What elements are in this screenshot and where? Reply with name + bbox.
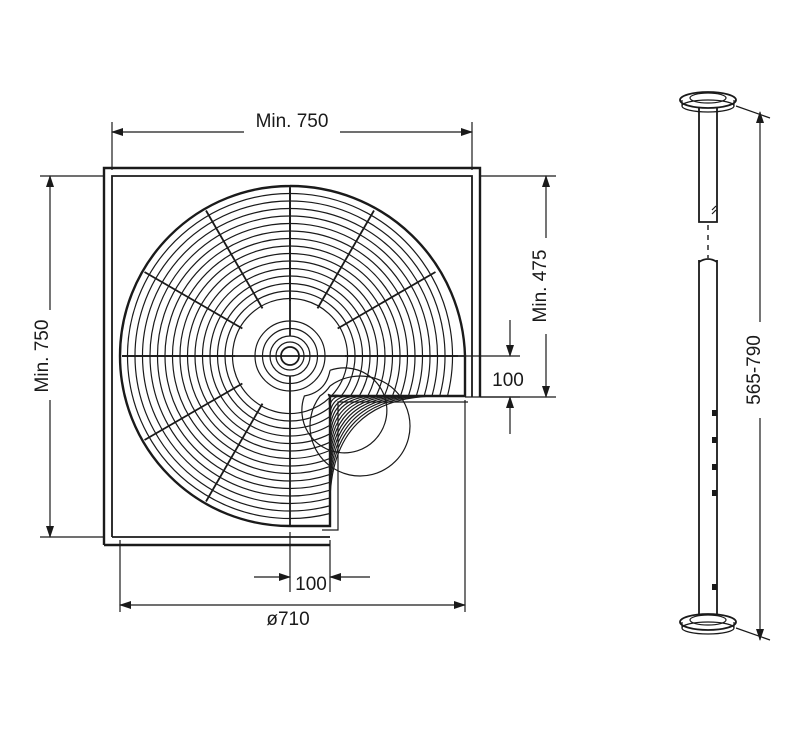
label-diameter: ø710 [266, 609, 309, 630]
basket-spoke [337, 271, 436, 330]
pole-notch [712, 584, 717, 590]
basket-spoke [205, 403, 264, 502]
dim-pole-height: 565-790 [735, 105, 774, 641]
basket-wire-ring [194, 260, 386, 452]
cabinet-frame [102, 166, 482, 547]
basket-wire-ring [216, 282, 364, 430]
label-right-height: Min. 475 [530, 250, 551, 323]
pole-notch [712, 437, 717, 443]
label-notch-bottom: 100 [295, 574, 327, 595]
dim-diameter: ø710 [119, 400, 466, 630]
dim-left-height: Min. 750 [32, 175, 104, 538]
support-pole [679, 91, 737, 635]
carousel-basket [118, 184, 468, 531]
basket-wire-ring [224, 290, 356, 422]
basket-wire-ring [309, 375, 411, 477]
label-left-height: Min. 750 [32, 320, 53, 393]
basket-spoke [205, 210, 264, 309]
pole-notch [712, 490, 717, 496]
pole-notch [712, 410, 717, 416]
basket-spoke [316, 210, 375, 309]
dim-notch-right: 100 [465, 320, 524, 434]
label-notch-right: 100 [492, 370, 524, 391]
pole-notch [712, 464, 717, 470]
label-pole-height: 565-790 [744, 335, 765, 405]
basket-wire-ring [231, 297, 349, 415]
basket-spoke [144, 271, 243, 330]
dim-notch-bottom: 100 [254, 532, 370, 595]
center-hub-icon [280, 346, 300, 366]
basket-wire-ring [201, 267, 379, 445]
dim-top-width: Min. 750 [111, 110, 473, 170]
basket-outline [118, 184, 468, 531]
dim-right-height: Min. 475 [480, 175, 560, 398]
basket-spoke [144, 382, 243, 441]
label-top-width: Min. 750 [256, 111, 329, 132]
